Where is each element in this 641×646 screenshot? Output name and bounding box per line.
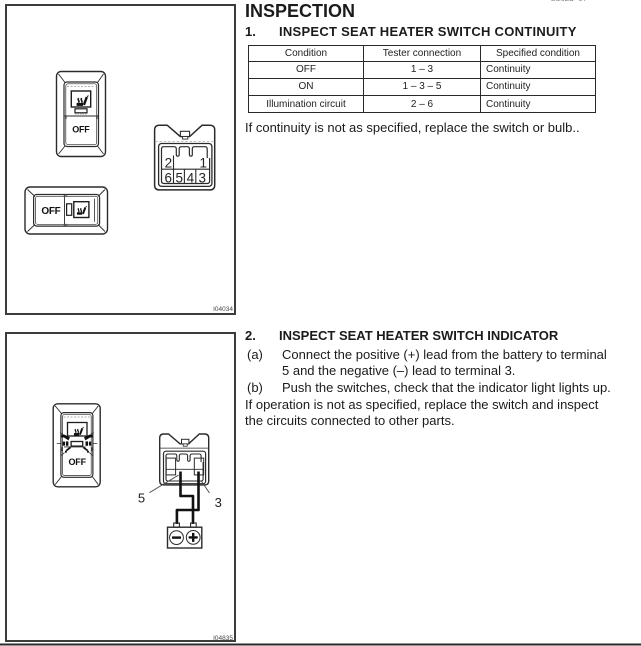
svg-text:1: 1 — [199, 155, 207, 170]
svg-text:5: 5 — [138, 491, 145, 506]
svg-text:I04835: I04835 — [213, 635, 233, 642]
svg-text:I04034: I04034 — [213, 306, 233, 313]
svg-text:4: 4 — [187, 170, 195, 185]
svg-text:3: 3 — [215, 495, 222, 510]
svg-text:2: 2 — [165, 155, 173, 170]
svg-text:OFF: OFF — [68, 457, 86, 467]
svg-text:6: 6 — [164, 170, 172, 185]
svg-text:5: 5 — [175, 170, 183, 185]
svg-text:OFF: OFF — [72, 125, 90, 135]
svg-text:OFF: OFF — [41, 206, 60, 217]
svg-text:3: 3 — [199, 170, 207, 185]
